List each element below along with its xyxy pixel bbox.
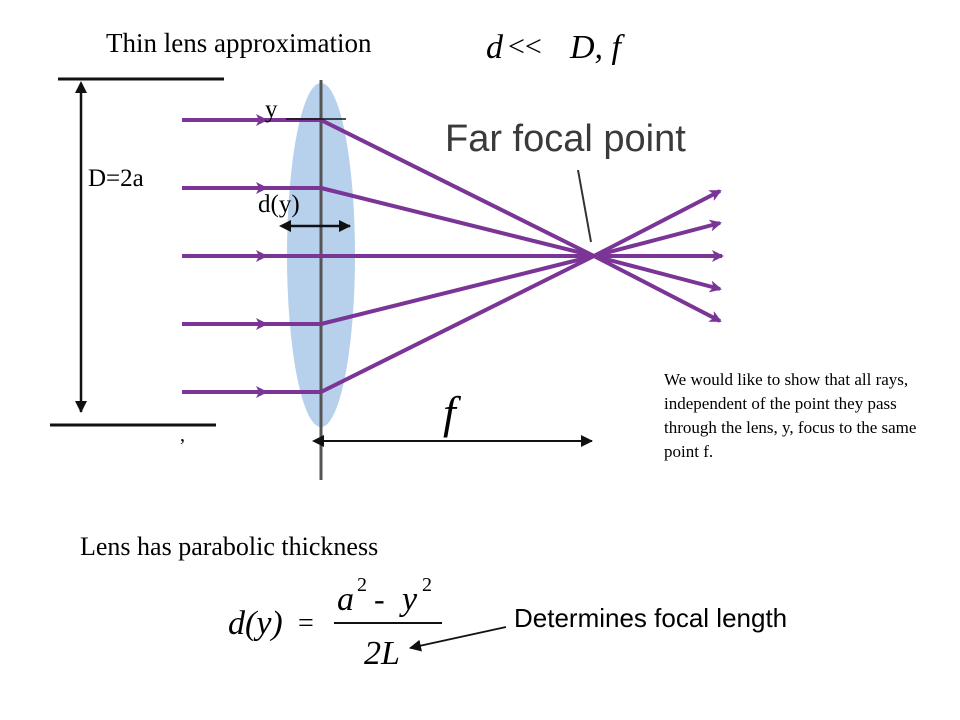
aperture-label: D=2a [88,165,144,192]
thickness-formula: d(y) = a 2 - y 2 2L [228,574,442,672]
refracted-ray-4 [320,254,595,326]
formula-denominator: 2L [364,635,400,672]
thickness-label: d(y) [258,191,300,218]
outgoing-ray-4 [593,254,722,293]
outgoing-ray-1 [593,189,722,258]
formula-equals: = [298,608,314,639]
formula-numerator-a: a [337,581,354,618]
condition-relation: << [508,30,542,63]
formula-minus: - [374,581,385,617]
outgoing-ray-5 [593,254,722,323]
formula-annotation: Determines focal length [514,603,787,633]
aperture-bracket [50,77,224,427]
incoming-rays [182,114,268,398]
condition-lhs: d [486,29,504,66]
refracted-ray-2 [320,186,595,258]
thin-lens-condition: d << D, f [486,29,626,66]
formula-lhs: d(y) [228,605,283,642]
rays-through-lens [266,118,321,394]
converging-rays [320,118,595,394]
focal-point-label: Far focal point [445,118,686,160]
formula-intro: Lens has parabolic thickness [80,532,378,561]
formula-exponent-y: 2 [422,574,432,596]
annotation-pointer [409,626,507,652]
refracted-ray-1 [320,118,595,258]
focal-length-label: f [443,387,462,438]
height-label: y [265,96,278,123]
outgoing-ray-2 [593,219,722,258]
condition-rhs: D, f [569,29,626,66]
title: Thin lens approximation [106,28,372,58]
stray-mark: , [180,424,185,446]
formula-numerator-y: y [399,581,418,618]
explanation-note: We would like to show that all rays, ind… [664,370,917,461]
diverging-rays [593,189,724,323]
formula-exponent-a: 2 [357,574,367,596]
focal-point-pointer [577,169,592,243]
refracted-ray-5 [320,254,595,394]
